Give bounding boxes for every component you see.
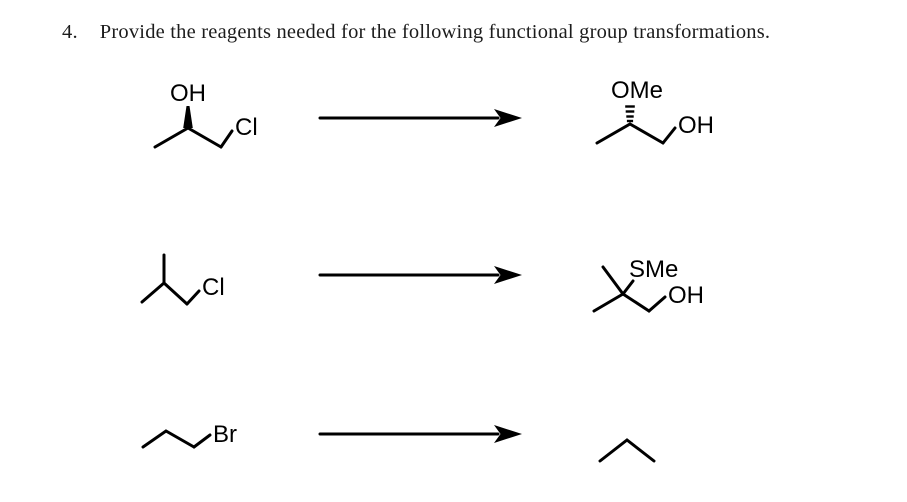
bond — [628, 122, 665, 145]
bond-chain — [598, 438, 656, 463]
bond — [140, 281, 166, 304]
reactant-structure-isobutyl-chloride: Cl — [130, 240, 300, 335]
chloride-label: Cl — [202, 274, 225, 301]
bond — [162, 281, 189, 306]
reaction-row-3: Br — [0, 400, 907, 500]
bond — [621, 292, 651, 313]
bond-chain — [141, 429, 196, 449]
bromide-label: Br — [213, 421, 237, 448]
bond — [592, 292, 625, 313]
hash-bond — [625, 105, 635, 123]
wedge-bond — [183, 106, 193, 128]
bond — [153, 126, 190, 149]
reaction-arrow — [318, 107, 524, 129]
product-structure-methoxy-alcohol: OMe OH — [585, 70, 765, 165]
arrow-head — [494, 109, 522, 127]
product-structure-propane — [585, 405, 705, 475]
bond — [601, 265, 625, 296]
bond — [647, 295, 667, 313]
bond — [185, 289, 201, 306]
hydroxyl-label: OH — [170, 80, 206, 107]
reaction-row-2: Cl SMe OH — [0, 240, 907, 370]
reactant-structure-chloro-alcohol: OH Cl — [130, 70, 300, 165]
question-number: 4. — [62, 21, 78, 43]
reaction-row-1: OH Cl OMe — [0, 70, 907, 200]
bond — [595, 122, 632, 145]
bond — [661, 126, 677, 145]
arrow-head — [494, 425, 522, 443]
methoxy-label: OMe — [611, 77, 663, 104]
bond — [219, 129, 234, 149]
thiomethyl-label: SMe — [629, 256, 678, 283]
bond — [192, 433, 212, 449]
reaction-arrow — [318, 423, 524, 445]
chloride-label: Cl — [235, 114, 258, 141]
reactant-structure-propyl-bromide: Br — [130, 400, 300, 475]
question-text: Provide the reagents needed for the foll… — [99, 21, 771, 43]
bond — [621, 279, 635, 296]
reaction-arrow — [318, 264, 524, 286]
hydroxyl-label: OH — [668, 282, 704, 309]
question-title: 4. Provide the reagents needed for the f… — [62, 21, 770, 44]
arrow-head — [494, 266, 522, 284]
hydroxyl-label: OH — [678, 112, 714, 139]
product-structure-thioether-alcohol: SMe OH — [585, 240, 775, 340]
bond — [186, 126, 223, 149]
